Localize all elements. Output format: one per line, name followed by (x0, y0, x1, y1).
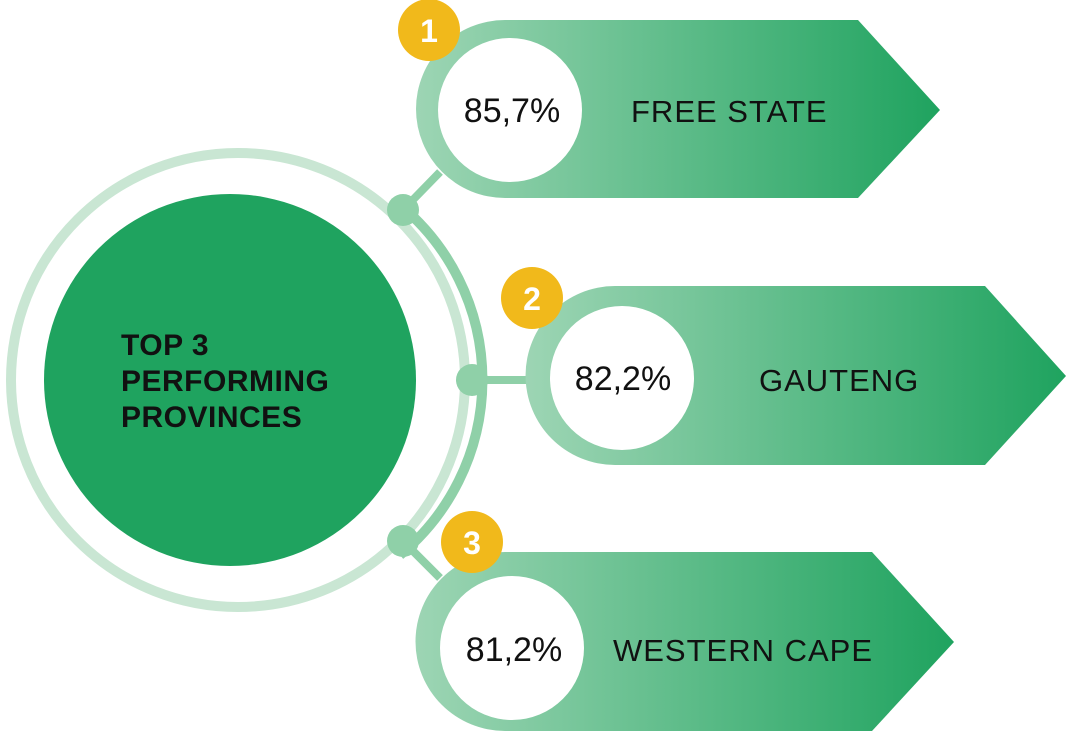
connector-dot-icon (387, 194, 419, 226)
percent-value: 85,7% (464, 92, 560, 130)
province-name: FREE STATE (631, 94, 828, 129)
province-name: WESTERN CAPE (613, 633, 873, 668)
center-title-line-3: PROVINCES (121, 401, 302, 434)
percent-circle-3 (440, 576, 584, 720)
center-title: TOP 3 PERFORMING PROVINCES (121, 329, 338, 434)
province-item-3: 81,2% WESTERN CAPE 3 (415, 511, 954, 731)
province-item-2: 82,2% GAUTENG 2 (501, 267, 1066, 465)
connector-dot-icon (387, 525, 419, 557)
center-title-line-1: TOP 3 (121, 329, 209, 362)
province-name: GAUTENG (759, 363, 919, 398)
rank-number: 3 (463, 525, 481, 561)
connector-dot-icon (456, 364, 488, 396)
percent-circle-2 (550, 306, 694, 450)
rank-badge-icon (441, 511, 503, 573)
percent-value: 81,2% (466, 631, 562, 669)
rank-number: 1 (420, 13, 438, 49)
percent-value: 82,2% (575, 360, 671, 398)
province-item-1: 85,7% FREE STATE 1 (398, 0, 940, 198)
center-circle (44, 194, 416, 566)
rank-number: 2 (523, 281, 541, 317)
rank-badge-icon (398, 0, 460, 61)
percent-circle-1 (438, 38, 582, 182)
rank-badge-icon (501, 267, 563, 329)
center-title-line-2: PERFORMING (121, 365, 329, 398)
